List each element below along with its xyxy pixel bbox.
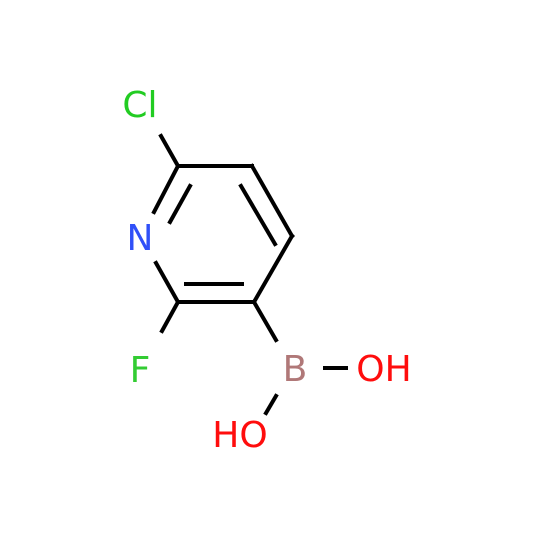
chlorine-label: Cl <box>122 85 157 126</box>
bond-c2-n <box>153 260 181 305</box>
bond-c6-cl <box>158 133 181 169</box>
bond-c4-c3 <box>251 233 295 305</box>
bond-b-ho-bottom <box>263 393 279 416</box>
hydroxyl-right-label: OH <box>356 349 411 390</box>
boron-label: B <box>283 349 308 390</box>
bond-c5-c4-inner <box>238 183 278 247</box>
nitrogen-label: N <box>127 218 154 259</box>
bond-c3-b <box>251 299 279 343</box>
pyridine-ring <box>151 163 295 305</box>
bond-c5-c4-outer <box>249 163 295 239</box>
bond-n-c6-inner <box>167 183 193 225</box>
bond-c2-f <box>159 299 181 334</box>
hydroxyl-bottom-label: HO <box>212 415 267 456</box>
fluorine-label: F <box>130 350 151 391</box>
bond-n-c6-outer <box>151 163 181 215</box>
